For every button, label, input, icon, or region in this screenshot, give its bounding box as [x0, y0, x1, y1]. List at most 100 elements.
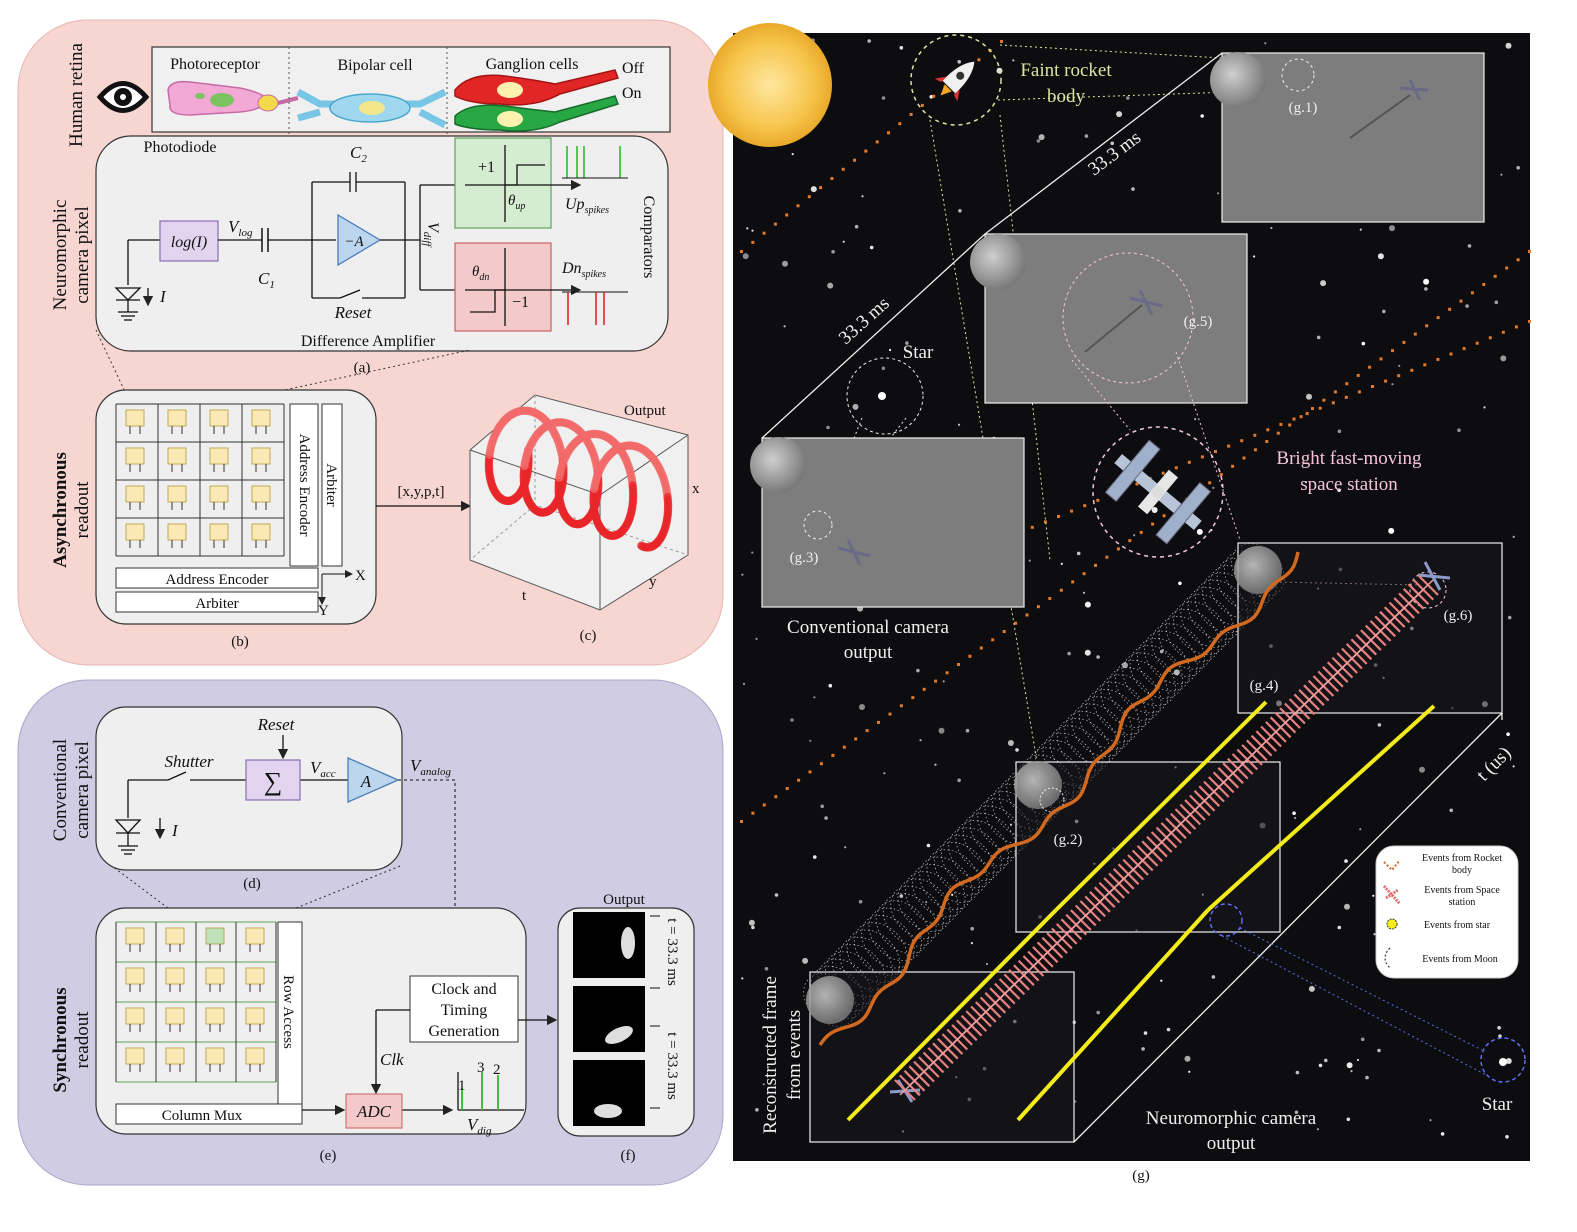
pixel-cell [209, 523, 229, 541]
label-address-encoder-v: Address Encoder [296, 434, 312, 537]
label-axis-x-c: x [692, 481, 700, 497]
pixel-cell [167, 523, 187, 541]
pixel-cell [251, 485, 271, 503]
pixel-cell [125, 927, 145, 945]
label-bright-1: Bright fast-moving [1276, 448, 1422, 469]
label-sum: ∑ [264, 767, 283, 796]
adc-block [345, 1093, 403, 1129]
svg-text:C1: C1 [258, 269, 275, 291]
pixel-cell [125, 967, 145, 985]
label-theta-dn-sub: dn [479, 272, 489, 283]
frame-g6 [1234, 542, 1503, 714]
label-photoreceptor: Photoreceptor [170, 56, 260, 73]
label-g5: (g.5) [1184, 314, 1213, 330]
label-xypt: [x,y,p,t] [398, 484, 445, 500]
pixel-cell [209, 409, 229, 427]
star-callout-circle [846, 357, 924, 435]
label-g1: (g.1) [1289, 100, 1318, 116]
label-val-1: 1 [458, 1078, 466, 1094]
log-block [159, 220, 219, 262]
svg-text:Upspikes: Upspikes [565, 196, 609, 216]
photoreceptor-illustration [167, 80, 299, 116]
star-event-lines [846, 700, 1436, 1122]
label-g3: (g.3) [790, 550, 819, 566]
row-access-block [277, 921, 303, 1105]
pixel-cell [125, 1047, 145, 1065]
space-panel: Faint rocket body (g.1) 33.3 ms 33.3 ms [708, 23, 1531, 1184]
side-label-human-retina: Human retina [66, 42, 87, 147]
pixel-cell [245, 967, 265, 985]
label-dn-spikes: Dn [561, 260, 582, 277]
label-output-c: Output [624, 403, 667, 419]
label-g2: (g.2) [1054, 832, 1083, 848]
label-conv-2: output [844, 642, 893, 663]
down-spikes [567, 292, 605, 325]
pixel-cell [167, 447, 187, 465]
side-label-camera-pixel: camera pixel [72, 206, 93, 304]
label-vdiff-sub: diff [421, 232, 433, 249]
eye-icon [96, 81, 150, 113]
label-current-i-d: I [171, 821, 179, 840]
pixel-cell [165, 967, 185, 985]
space-station-icon [1104, 439, 1212, 545]
pixel-cell [205, 927, 225, 945]
svg-text:C2: C2 [350, 143, 367, 165]
side-label-readout-b: readout [72, 481, 93, 539]
label-clock-2: Timing [441, 1002, 488, 1019]
helix-events [484, 406, 673, 552]
digital-values-bars [461, 1072, 499, 1110]
output-frame-2 [573, 986, 645, 1052]
label-recon-1: Reconstructed frame [760, 976, 781, 1134]
label-axis-y-c: y [649, 574, 657, 590]
label-current-i: I [159, 287, 167, 306]
caption-f: (f) [621, 1148, 636, 1164]
caption-d: (d) [243, 876, 261, 892]
pixel-cell [245, 1047, 265, 1065]
frame-g1 [1210, 52, 1485, 223]
svg-text:Vanalog: Vanalog [410, 756, 451, 778]
clock-timing-block [409, 975, 519, 1043]
svg-text:Vdiff: Vdiff [421, 222, 441, 248]
label-axis-t-c: t [522, 588, 527, 604]
label-vlog-sub: log [238, 227, 253, 239]
label-bright-2: space station [1300, 474, 1398, 495]
label-photodiode: Photodiode [144, 139, 217, 156]
legend-station-swatch [1382, 885, 1402, 905]
label-vanalog: V [410, 756, 423, 775]
label-t2: t = 33.3 ms [664, 1032, 680, 1100]
label-off: Off [622, 60, 645, 77]
label-reset-a: Reset [334, 303, 373, 322]
label-faint-rocket-1: Faint rocket [1020, 60, 1112, 81]
label-up-spikes-sub: spikes [585, 205, 610, 216]
pixel-cell [205, 1047, 225, 1065]
ganglion-cells-illustration [454, 69, 619, 132]
label-vacc: V [310, 758, 323, 777]
svg-text:Vacc: Vacc [310, 758, 336, 780]
pixel-cell [125, 523, 145, 541]
side-label-synchronous: Synchronous [50, 987, 71, 1092]
up-comparator-box [454, 137, 552, 229]
station-callout-circle [1092, 426, 1224, 558]
label-clk: Clk [380, 1050, 404, 1069]
caption-a: (a) [354, 360, 371, 376]
label-output-f: Output [603, 892, 646, 908]
label-axis-y-b: Y [318, 603, 329, 619]
up-spikes [566, 146, 621, 178]
label-amp-d: A [360, 772, 372, 791]
caption-c: (c) [580, 628, 597, 644]
sync-panel: Conventional camera pixel I Shutter Rese… [17, 679, 724, 1186]
label-g4: (g.4) [1250, 678, 1279, 694]
async-panel: Human retina Neuromorphic camera pixel P… [17, 19, 724, 666]
label-theta-dn: θ [472, 264, 480, 280]
label-conv-1: Conventional camera [787, 617, 950, 638]
rocket-callout-circle [910, 34, 1002, 126]
pixel-cell [165, 1007, 185, 1025]
svg-text:Vdig: Vdig [467, 1115, 492, 1137]
pixel-cell [205, 1007, 225, 1025]
frame-g5 [970, 233, 1248, 404]
label-dn-spikes-sub: spikes [582, 269, 607, 280]
down-comparator-box [454, 242, 552, 332]
